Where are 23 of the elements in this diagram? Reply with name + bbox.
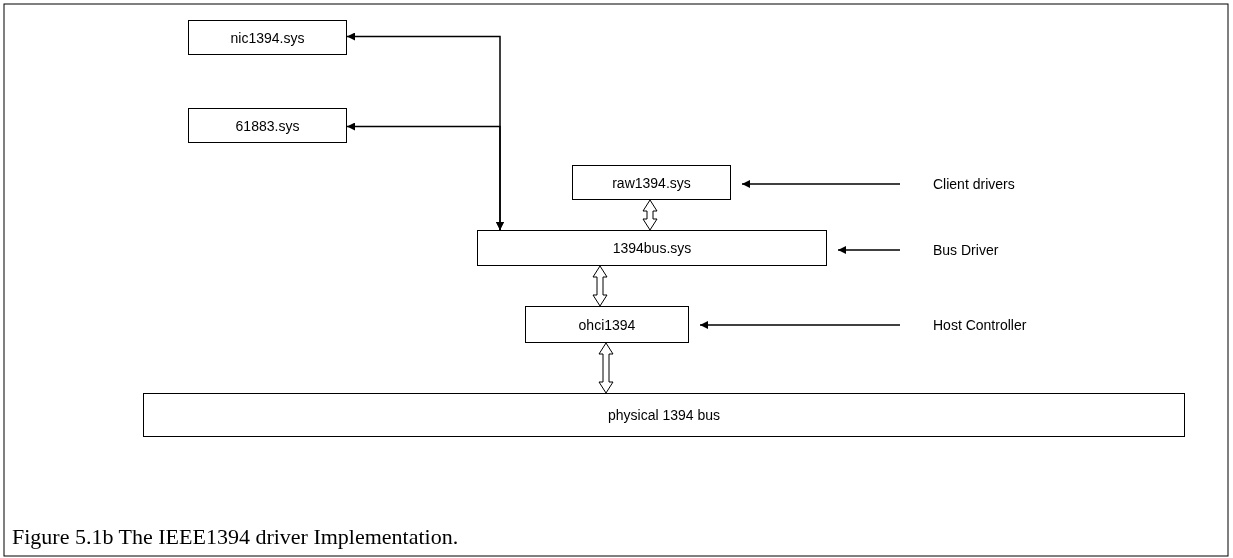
figure-caption: Figure 5.1b The IEEE1394 driver Implementation. [12, 524, 459, 550]
double-arrow [592, 265, 608, 307]
double-arrow [598, 342, 614, 394]
pointer-arrow [837, 246, 901, 254]
driver-box [143, 393, 1185, 437]
driver-box [572, 165, 731, 200]
box-label: 61883.sys [235, 117, 300, 134]
pointer-arrow [699, 321, 901, 329]
box-label: 1394bus.sys [612, 240, 692, 256]
driver-box [188, 108, 347, 143]
pointer-arrow [741, 180, 901, 188]
layer-label: Bus Driver [933, 242, 999, 258]
connector-arrow [346, 122, 504, 231]
driver-box [525, 306, 689, 343]
box-label: raw1394.sys [612, 174, 691, 191]
layer-label: Host Controller [933, 317, 1027, 333]
driver-box [477, 230, 827, 266]
box-label: physical 1394 bus [607, 407, 721, 423]
box-label: ohci1394 [578, 316, 636, 333]
driver-box [188, 20, 347, 55]
box-label: nic1394.sys [230, 29, 305, 46]
double-arrow [642, 199, 658, 231]
layer-label: Client drivers [933, 176, 1015, 192]
